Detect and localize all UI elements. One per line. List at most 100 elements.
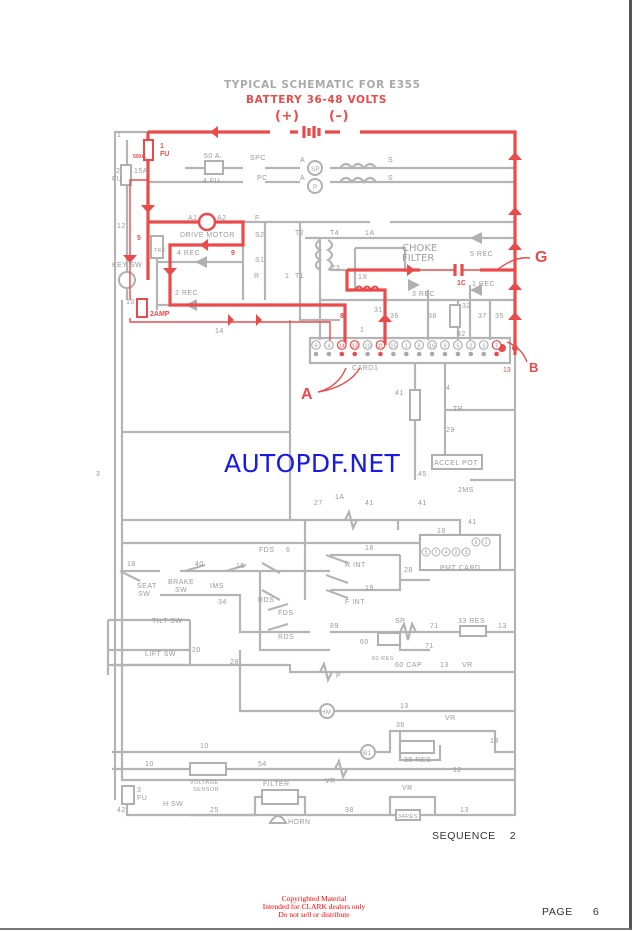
pmt-terminal: 3	[461, 547, 471, 557]
varistor-label: VR	[445, 715, 456, 722]
wire-label: 10	[200, 743, 209, 750]
copyright-notice: Copyrighted Material Intended for CLARK …	[252, 895, 376, 919]
wire-label: 29	[446, 427, 455, 434]
wire-label: 19	[365, 585, 374, 592]
wire-label: 10	[145, 761, 154, 768]
fuse-3	[121, 785, 135, 805]
card-terminal-number: 9	[443, 344, 446, 350]
wire-label: 20	[192, 647, 201, 654]
res-34	[395, 809, 421, 821]
resistor-label: 35 RES	[404, 757, 431, 764]
drive-motor	[197, 212, 217, 232]
lift-switch-label: LIFT SW	[145, 651, 176, 658]
contactor-label: 1A	[365, 230, 375, 237]
tilt-switch-label: TILT SW	[152, 618, 182, 625]
voltage-sensor-label: SENSOR	[193, 787, 219, 793]
card-terminal-number: 1	[405, 344, 408, 350]
fuse-label: 4 FU	[203, 178, 220, 185]
card-terminal: 2	[465, 340, 476, 357]
resistor-label: 34RES	[398, 814, 418, 820]
resistor-label: TRS	[154, 248, 166, 254]
wire-label: 3	[96, 471, 100, 478]
switch-label: PC	[257, 175, 268, 182]
motor-terminal: A1	[188, 215, 198, 222]
transformer-label: T4	[330, 230, 339, 237]
wire-label: S	[388, 157, 393, 164]
pmt-terminal: 7	[431, 547, 441, 557]
wire-label: 36	[396, 722, 405, 729]
pmt-card-label: PMT CARD	[440, 565, 480, 572]
wire-label: 35	[495, 313, 504, 320]
wire-label: 10	[126, 299, 135, 306]
card-terminal-number: 6	[314, 344, 317, 350]
wire-label: 4	[446, 385, 450, 392]
voltage-sensor	[189, 762, 227, 776]
card-terminal-number: 5	[456, 344, 459, 350]
wire-label: 28	[404, 567, 413, 574]
card-terminal: 1	[401, 340, 412, 357]
fuse-4	[204, 160, 224, 175]
wire-label: 13	[400, 703, 409, 710]
wire-label: 60	[360, 639, 369, 646]
pmt-terminal: 6	[471, 537, 481, 547]
hour-meter-label: HM	[321, 710, 331, 716]
wire-label: 42	[117, 807, 126, 814]
fuse-32	[449, 304, 461, 328]
wire-label: 14	[215, 328, 224, 335]
wire-label: 25	[210, 807, 219, 814]
fuse-2	[120, 164, 132, 186]
wire-label: 38	[345, 807, 354, 814]
hour-meter	[319, 703, 335, 719]
horn-switch-label: H SW	[163, 801, 183, 808]
wire-label: 12	[117, 223, 126, 230]
wire-label: 12	[453, 767, 462, 774]
sp-motor	[307, 160, 323, 176]
wire-label: 8	[340, 313, 344, 320]
capacitor-label: 60 CAP	[395, 662, 422, 669]
card-terminal-number: 15	[390, 344, 396, 350]
rectifier-label: 1 REC	[472, 281, 495, 288]
seat-switch-label: SEAT	[137, 583, 157, 590]
contactor-label: 1A	[335, 494, 345, 501]
wire-label: 1	[360, 327, 364, 334]
pmt-terminal-number: 2	[455, 550, 458, 556]
callout-g: G	[535, 249, 547, 266]
pmt-terminal: 2	[451, 547, 461, 557]
copyright-line: Do not sell or distribute	[278, 910, 350, 919]
rectifier-label: 4 REC	[177, 250, 200, 257]
rectifier-label: 2 REC	[175, 290, 198, 297]
pmt-terminal-number: 5	[425, 550, 428, 556]
wire-label: A	[300, 175, 305, 182]
wire-label: 13	[440, 662, 449, 669]
switch-label: SPC	[250, 155, 266, 162]
rectifier-label: 3 REC	[412, 291, 435, 298]
fuse-label: FU	[160, 151, 169, 158]
wire-label: 27	[314, 500, 323, 507]
fuse-rating: 50 A.	[204, 153, 222, 160]
card-terminal-number: 14	[339, 344, 345, 350]
card-terminal: 9	[440, 340, 450, 357]
wire-label: 71	[425, 643, 434, 650]
page-label: PAGE	[542, 906, 573, 918]
pmt-terminal-number: 4	[445, 550, 448, 556]
wire-label: 18	[127, 561, 136, 568]
fuse-label: 3	[137, 787, 141, 794]
wire-label: 13	[498, 623, 507, 630]
fuse-rating: 500A.	[133, 154, 147, 160]
card-terminal: 5	[453, 340, 463, 357]
copyright-line: Intended for CLARK dealers only	[262, 902, 366, 911]
wire-label: 9	[231, 250, 235, 257]
card-terminal-number: 7	[495, 344, 498, 350]
card-terminal-number: 10	[365, 344, 371, 350]
transformer-label: T1	[295, 273, 304, 280]
accel-pot-label: ACCEL POT	[434, 460, 478, 467]
card-terminal: 3	[478, 340, 489, 357]
relay-label: F INT	[345, 599, 365, 606]
fuse-rating: 15A.	[134, 168, 150, 175]
wire-label: 41	[395, 390, 404, 397]
pmt-terminal: 1	[481, 537, 491, 547]
